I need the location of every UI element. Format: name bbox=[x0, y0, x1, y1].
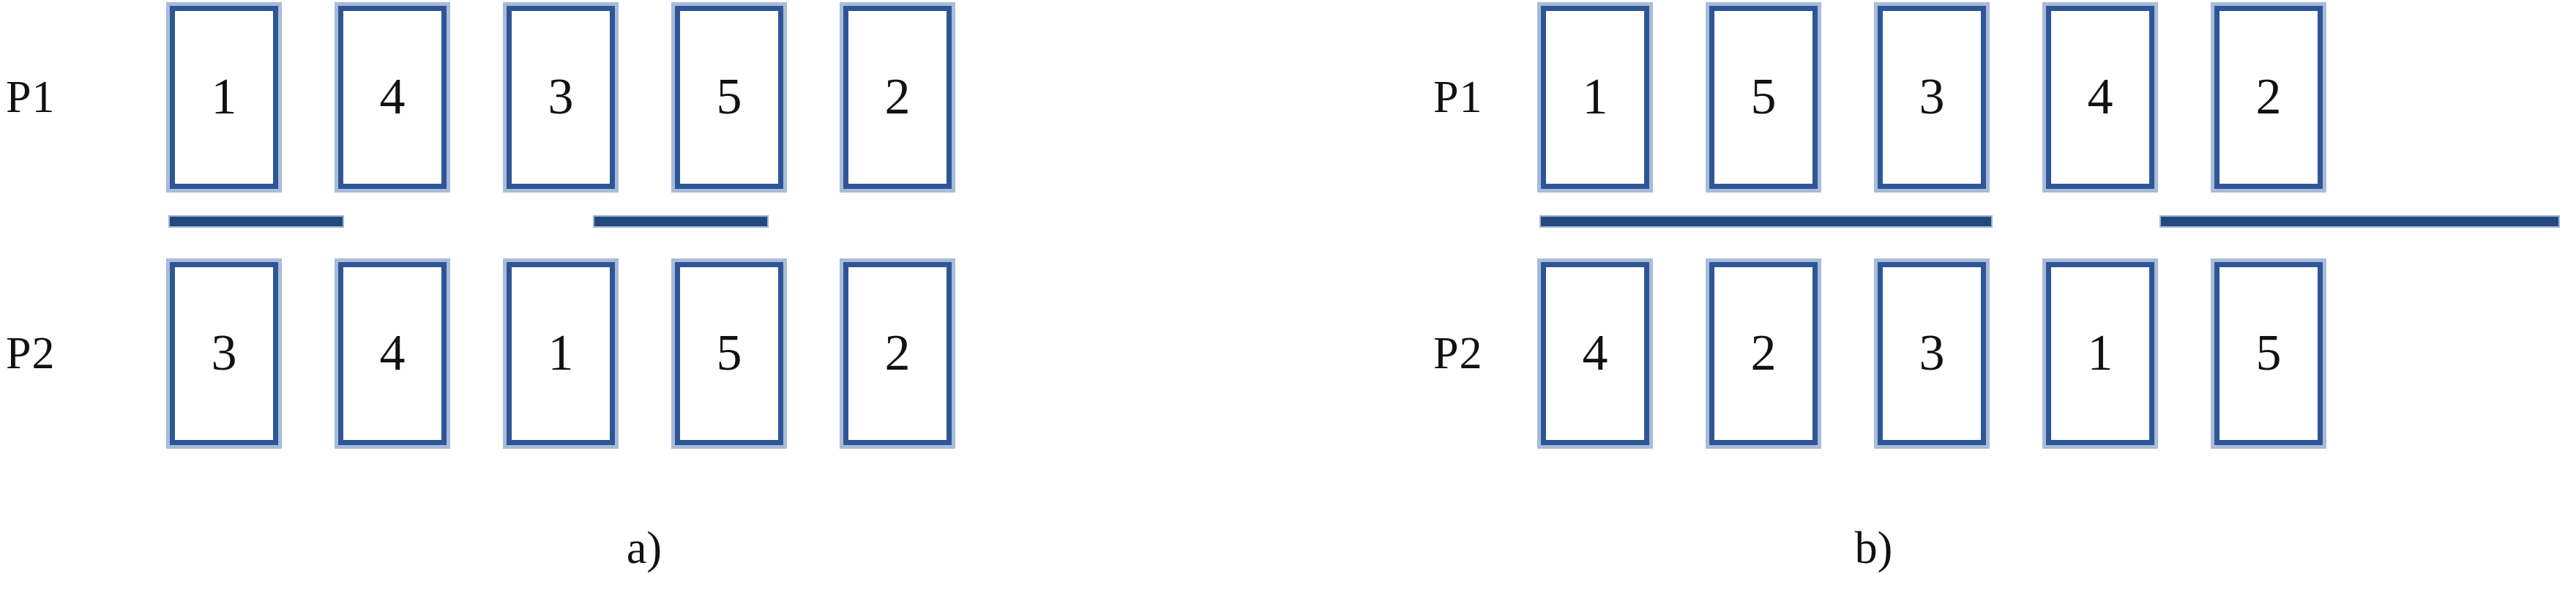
gene-value: 5 bbox=[2255, 325, 2282, 381]
gene-box[interactable]: 4 bbox=[338, 6, 447, 189]
gene-box[interactable]: 1 bbox=[507, 262, 615, 445]
panel-b-row-p1-track: 1 5 3 4 2 bbox=[1541, 6, 2323, 189]
gene-box[interactable]: 3 bbox=[507, 6, 615, 189]
panel-b: P1 1 5 3 4 2 bbox=[1288, 0, 2576, 612]
gene-value: 1 bbox=[548, 325, 574, 381]
gene-value: 4 bbox=[379, 325, 406, 381]
panel-a-row-p1-label: P1 bbox=[6, 72, 56, 122]
gene-value: 4 bbox=[1582, 325, 1608, 381]
panel-a-caption: a) bbox=[626, 523, 662, 573]
gene-value: 3 bbox=[211, 325, 237, 381]
gene-value: 5 bbox=[716, 69, 742, 125]
crossover-bar bbox=[170, 217, 343, 226]
gene-box[interactable]: 5 bbox=[675, 262, 783, 445]
gene-value: 1 bbox=[211, 69, 237, 125]
gene-value: 1 bbox=[2087, 325, 2113, 381]
gene-box[interactable]: 1 bbox=[170, 6, 278, 189]
panel-a-row-p2-track: 3 4 1 5 2 bbox=[170, 262, 952, 445]
panel-a: P1 1 4 3 5 2 bbox=[0, 6, 1288, 573]
gene-value: 3 bbox=[548, 69, 574, 125]
crossover-bar bbox=[2161, 217, 2558, 226]
gene-box[interactable]: 2 bbox=[1709, 262, 1818, 445]
gene-box[interactable]: 3 bbox=[1878, 262, 1986, 445]
gene-value: 2 bbox=[884, 325, 911, 381]
crossover-bar bbox=[594, 217, 767, 226]
gene-value: 5 bbox=[1750, 69, 1777, 125]
gene-value: 3 bbox=[1919, 69, 1945, 125]
gene-box[interactable]: 5 bbox=[1709, 6, 1818, 189]
gene-value: 3 bbox=[1919, 325, 1945, 381]
gene-value: 2 bbox=[1750, 325, 1777, 381]
panel-a-row-p2-label: P2 bbox=[6, 329, 56, 378]
gene-box[interactable]: 3 bbox=[170, 262, 278, 445]
gene-value: 4 bbox=[379, 69, 406, 125]
gene-value: 5 bbox=[716, 325, 742, 381]
gene-box[interactable]: 1 bbox=[1541, 6, 1649, 189]
gene-box[interactable]: 2 bbox=[843, 262, 952, 445]
panel-b-row-p2-track: 4 2 3 1 5 bbox=[1541, 262, 2323, 445]
panel-b-caption: b) bbox=[1854, 523, 1893, 573]
gene-box[interactable]: 2 bbox=[843, 6, 952, 189]
panel-a-crossover-marks bbox=[0, 217, 1288, 231]
gene-value: 2 bbox=[884, 69, 911, 125]
gene-box[interactable]: 5 bbox=[2214, 262, 2323, 445]
gene-box[interactable]: 2 bbox=[2214, 6, 2323, 189]
gene-box[interactable]: 5 bbox=[675, 6, 783, 189]
gene-box[interactable]: 1 bbox=[2046, 262, 2154, 445]
gene-box[interactable]: 4 bbox=[1541, 262, 1649, 445]
crossover-bar bbox=[1541, 217, 1991, 226]
panel-b-row-p1-label: P1 bbox=[1433, 72, 1483, 122]
gene-value: 1 bbox=[1582, 69, 1608, 125]
panel-b-crossover-marks bbox=[1288, 217, 2576, 231]
panel-b-row-p2-label: P2 bbox=[1433, 329, 1483, 378]
gene-box[interactable]: 4 bbox=[338, 262, 447, 445]
gene-value: 4 bbox=[2087, 69, 2113, 125]
gene-box[interactable]: 4 bbox=[2046, 6, 2154, 189]
gene-box[interactable]: 3 bbox=[1878, 6, 1986, 189]
gene-value: 2 bbox=[2255, 69, 2282, 125]
panel-a-row-p1-track: 1 4 3 5 2 bbox=[170, 6, 952, 189]
